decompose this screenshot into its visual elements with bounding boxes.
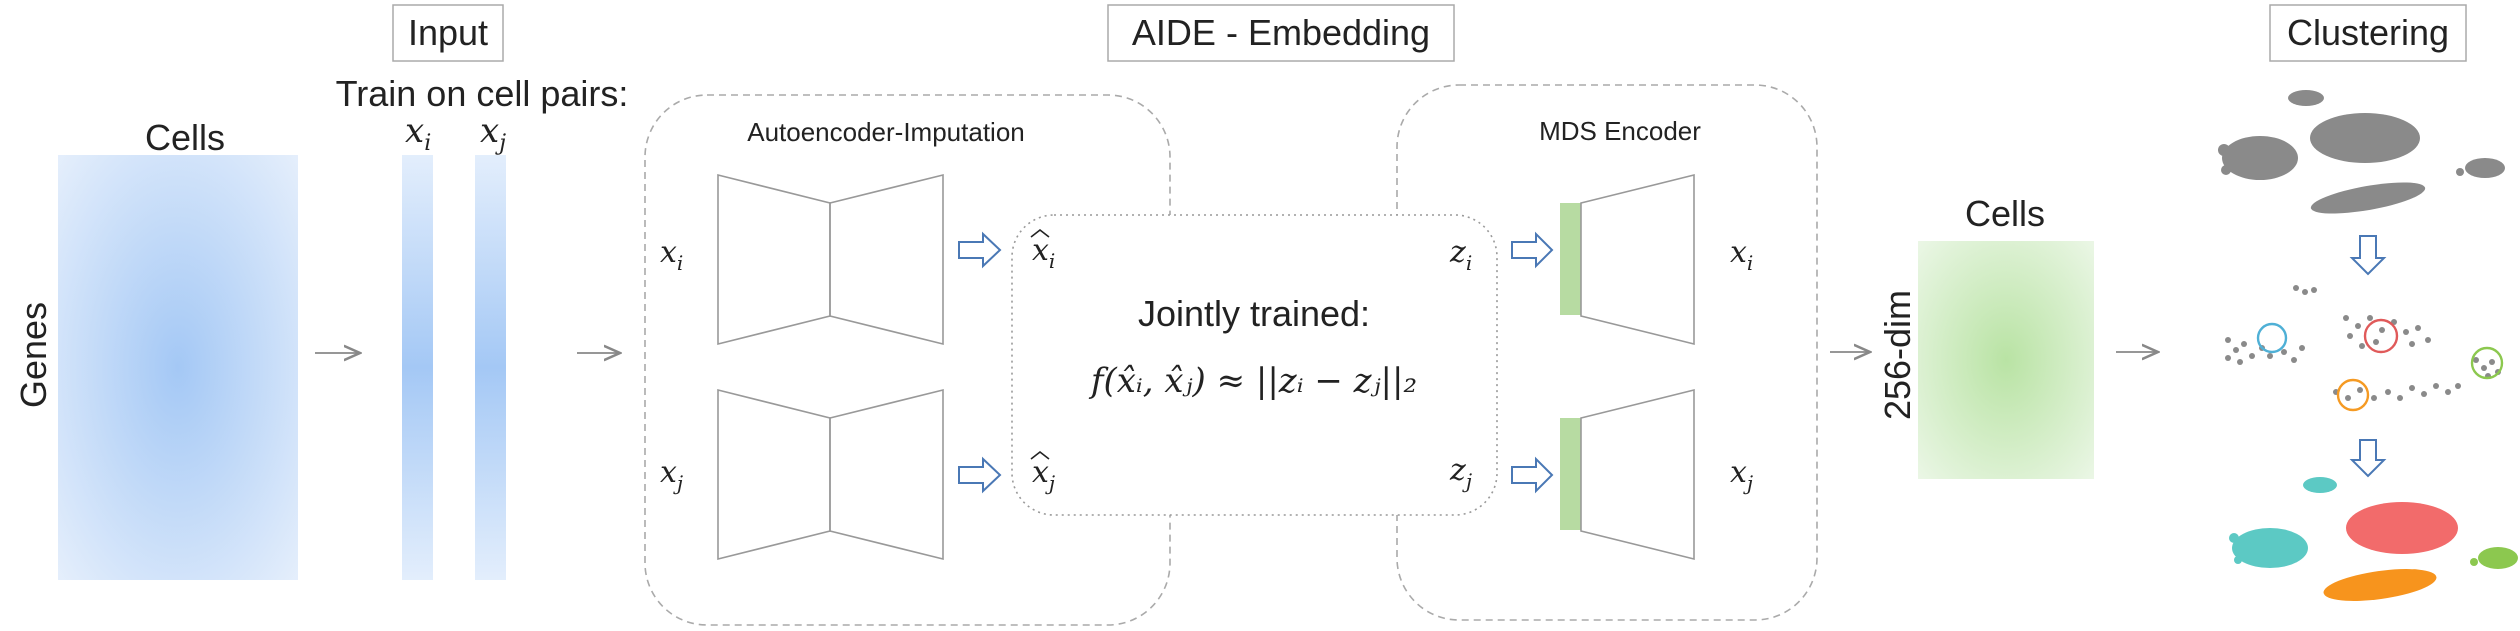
cell-vector-xj bbox=[475, 155, 506, 580]
joint-loss-formula: f(x̂ᵢ, x̂ⱼ) ≈ ||zᵢ − zⱼ||₂ bbox=[1088, 361, 1417, 401]
svg-text:AIDE - Embedding: AIDE - Embedding bbox=[1132, 12, 1430, 53]
block-arrow-down-icon bbox=[2349, 439, 2387, 478]
cluster-seed-circle-orange bbox=[2336, 378, 2370, 412]
clustered-embedding-scatter bbox=[2229, 477, 2518, 601]
autoencoder-input-xi: xi bbox=[660, 235, 683, 275]
cell-pair-xj-label: xj bbox=[480, 111, 506, 156]
svg-text:xj: xj bbox=[1730, 455, 1753, 495]
svg-text:Clustering: Clustering bbox=[2287, 12, 2449, 53]
svg-text:xj: xj bbox=[660, 455, 683, 495]
autoencoder-input-xj: xj bbox=[660, 455, 683, 495]
svg-text:zi: zi bbox=[1449, 235, 1472, 275]
embedding-matrix bbox=[1918, 241, 2094, 479]
svg-text:xj: xj bbox=[1032, 455, 1055, 495]
svg-text:xj: xj bbox=[480, 111, 506, 156]
mds-input-xi: xi bbox=[1730, 235, 1753, 275]
mds-input-xj: xj bbox=[1730, 455, 1753, 495]
raw-embedding-scatter bbox=[2218, 90, 2505, 214]
joint-training-box bbox=[1011, 214, 1498, 516]
aide-embedding-title: AIDE - Embedding bbox=[1107, 4, 1455, 62]
embedding-zj-label: zj bbox=[1449, 453, 1472, 493]
block-arrow-left-icon bbox=[1511, 231, 1554, 269]
svg-text:xi: xi bbox=[1032, 233, 1055, 273]
cluster-seed-scatter bbox=[2225, 285, 2501, 401]
svg-text:Input: Input bbox=[408, 12, 488, 53]
expression-matrix bbox=[58, 155, 298, 580]
cells-label: Cells bbox=[145, 117, 225, 158]
embedding-dim-label: 256-dim bbox=[1877, 290, 1918, 420]
cell-pair-xi-label: xi bbox=[405, 111, 431, 156]
input-title: Input bbox=[392, 4, 504, 62]
block-arrow-left-icon bbox=[1511, 456, 1554, 494]
block-arrow-right-icon bbox=[958, 456, 1002, 494]
genes-label: Genes bbox=[13, 302, 54, 408]
svg-text:xi: xi bbox=[660, 235, 683, 275]
autoencoder-network-top bbox=[717, 173, 944, 346]
mds-encoder-title: MDS Encoder bbox=[1539, 116, 1701, 146]
embedding-cells-label: Cells bbox=[1965, 193, 2045, 234]
embedding-zi-label: zi bbox=[1449, 235, 1472, 275]
imputed-xi-label: xi bbox=[1030, 228, 1055, 273]
cluster-seed-circle-green bbox=[2470, 346, 2504, 380]
svg-text:xi: xi bbox=[1730, 235, 1753, 275]
svg-text:xi: xi bbox=[405, 111, 431, 156]
block-arrow-down-icon bbox=[2349, 235, 2387, 276]
train-on-pairs-label: Train on cell pairs: bbox=[336, 73, 629, 114]
block-arrow-right-icon bbox=[958, 231, 1002, 269]
cell-vector-xi bbox=[402, 155, 433, 580]
imputed-xj-label: xj bbox=[1030, 450, 1055, 495]
clustering-title: Clustering bbox=[2269, 4, 2467, 62]
cluster-seed-circle-blue bbox=[2256, 322, 2288, 354]
mds-encoder-network-top bbox=[1560, 173, 1695, 346]
autoencoder-title: Autoencoder-Imputation bbox=[747, 117, 1025, 147]
svg-text:zj: zj bbox=[1449, 453, 1472, 493]
jointly-trained-label: Jointly trained: bbox=[1138, 293, 1370, 334]
mds-encoder-network-bottom bbox=[1560, 388, 1695, 561]
autoencoder-network-bottom bbox=[717, 388, 944, 561]
cluster-seed-circle-red bbox=[2363, 318, 2399, 354]
